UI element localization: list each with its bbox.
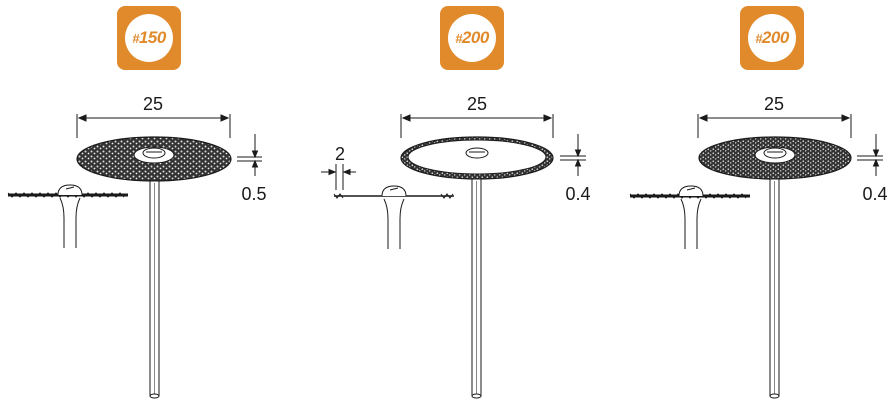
- disc-panel-2: #200 25: [296, 0, 592, 403]
- disc-side-view: [333, 185, 454, 249]
- mandrel-shaft: [769, 178, 780, 399]
- thickness-dimension: [237, 134, 262, 176]
- diameter-label: 25: [764, 94, 784, 114]
- disc-panel-1: #150 25: [0, 0, 296, 403]
- cutting-disc: [76, 136, 232, 182]
- disc-drawing: 25 0.4: [629, 94, 888, 399]
- grit-badge-circle: #150: [125, 14, 173, 62]
- diameter-label: 25: [467, 94, 487, 114]
- diameter-dimension: [400, 114, 554, 138]
- grit-badge-circle: #200: [748, 14, 796, 62]
- diameter-label: 25: [143, 94, 163, 114]
- grit-label: #200: [455, 28, 489, 47]
- grit-label: #200: [755, 28, 789, 47]
- rim-width-dimension: [321, 164, 356, 190]
- cutting-disc-rim: [400, 136, 554, 180]
- grit-badge-circle: #200: [448, 14, 496, 62]
- disc-drawing: 25 0.5: [7, 94, 267, 399]
- disc-side-view: [629, 185, 750, 249]
- grit-label: #150: [132, 28, 166, 47]
- diameter-dimension: [697, 114, 852, 138]
- diameter-dimension: [76, 114, 231, 138]
- mandrel-shaft: [149, 180, 160, 399]
- disc-side-view: [7, 184, 128, 248]
- grit-badge: #200: [740, 6, 804, 70]
- thickness-label: 0.4: [565, 184, 590, 204]
- rim-width-label: 2: [335, 144, 345, 164]
- cutting-disc: [698, 136, 852, 180]
- disc-panel-3: #200 25: [592, 0, 888, 403]
- thickness-label: 0.4: [862, 184, 887, 204]
- thickness-dimension: [560, 134, 586, 176]
- grit-badge: #150: [117, 6, 181, 70]
- grit-badge: #200: [440, 6, 504, 70]
- disc-drawing: 25 0.4: [321, 94, 591, 399]
- thickness-dimension: [857, 134, 883, 176]
- thickness-label: 0.5: [241, 184, 266, 204]
- mandrel-shaft: [471, 178, 482, 399]
